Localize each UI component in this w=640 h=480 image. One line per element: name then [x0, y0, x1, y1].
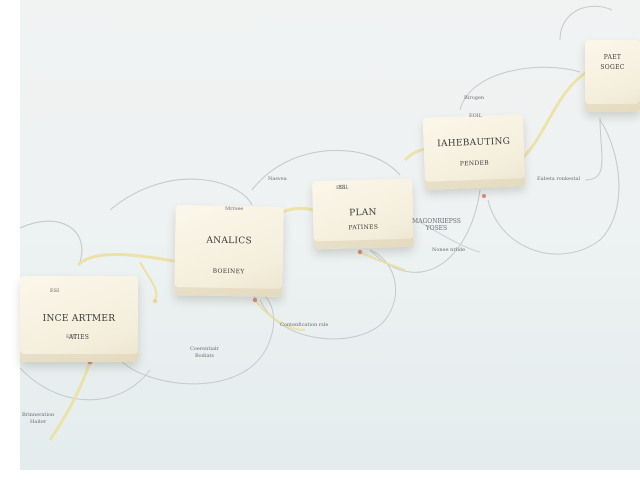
note-text: Rirogen: [464, 95, 485, 101]
stage-subtitle: SOGEC: [600, 64, 625, 71]
note-text: EOIL: [469, 113, 483, 119]
stage-title: IAHEBAUTING: [436, 136, 511, 150]
note-line: Haiter: [29, 419, 47, 425]
stage-subtitle: PATINES: [348, 223, 379, 232]
stage-title: PAET: [603, 54, 622, 61]
note-text: Nasvea: [268, 176, 287, 182]
note-text: Mrrsee: [225, 206, 244, 212]
stage-subtitle: ATIES: [68, 334, 90, 341]
stage-card-incentive[interactable]: ESI INCE ARTMER ATIES: [20, 276, 138, 362]
note-above-plan: Nasvea: [268, 176, 287, 183]
stage-subtitle: PENDEB: [459, 159, 490, 168]
stage-subtitle: BOEINEY: [212, 267, 245, 276]
note-line: Brinneration: [22, 412, 55, 418]
note-line: Coerentialr: [190, 346, 219, 352]
note-line: YOSES: [425, 225, 448, 232]
stage-title: PLAN: [349, 207, 377, 219]
frame-bottom: [0, 470, 640, 480]
note-text: Eabeta ronkestal: [537, 176, 581, 182]
note-text: ESL: [336, 185, 347, 191]
frame-left: [0, 0, 20, 480]
note-text: Contenfication rsle: [280, 322, 329, 328]
stage-title: INCE ARTMER: [42, 314, 116, 324]
note-above-analics: Mrrsee: [225, 206, 243, 213]
note-line: Bodiats: [194, 353, 214, 359]
note-card-mark: ESL: [336, 185, 346, 192]
note-marketing-right: Eabeta ronkestal: [537, 176, 580, 183]
stage-title: ANALICS: [206, 235, 253, 247]
stage-card-analics[interactable]: ANALICS BOEINEY: [174, 205, 284, 297]
stage-card-partial[interactable]: PAET SOGEC: [585, 40, 640, 112]
note-bottom-left: Brinneration Haiter: [22, 412, 54, 426]
note-above-marketing-2: EOIL: [469, 113, 482, 120]
note-mid-center: Contenfication rsle: [280, 322, 328, 329]
note-plan-right: MAGONRIEPSS YOSES: [412, 218, 461, 232]
note-text: ESC: [66, 334, 77, 340]
note-card-mark: ESC: [66, 334, 77, 341]
note-line: MAGONRIEPSS: [412, 218, 461, 225]
note-mid-left: Coerentialr Bodiats: [190, 346, 219, 360]
note-above-marketing-1: Rirogen: [464, 95, 484, 102]
stage-tag: ESI: [50, 288, 60, 294]
note-plan-right-small: Nonee nrlide: [432, 247, 465, 254]
stage-card-plan[interactable]: ESL PLAN PATINES: [312, 178, 414, 250]
note-text: Nonee nrlide: [432, 247, 466, 253]
stage-card-marketing[interactable]: IAHEBAUTING PENDEB: [422, 114, 526, 190]
